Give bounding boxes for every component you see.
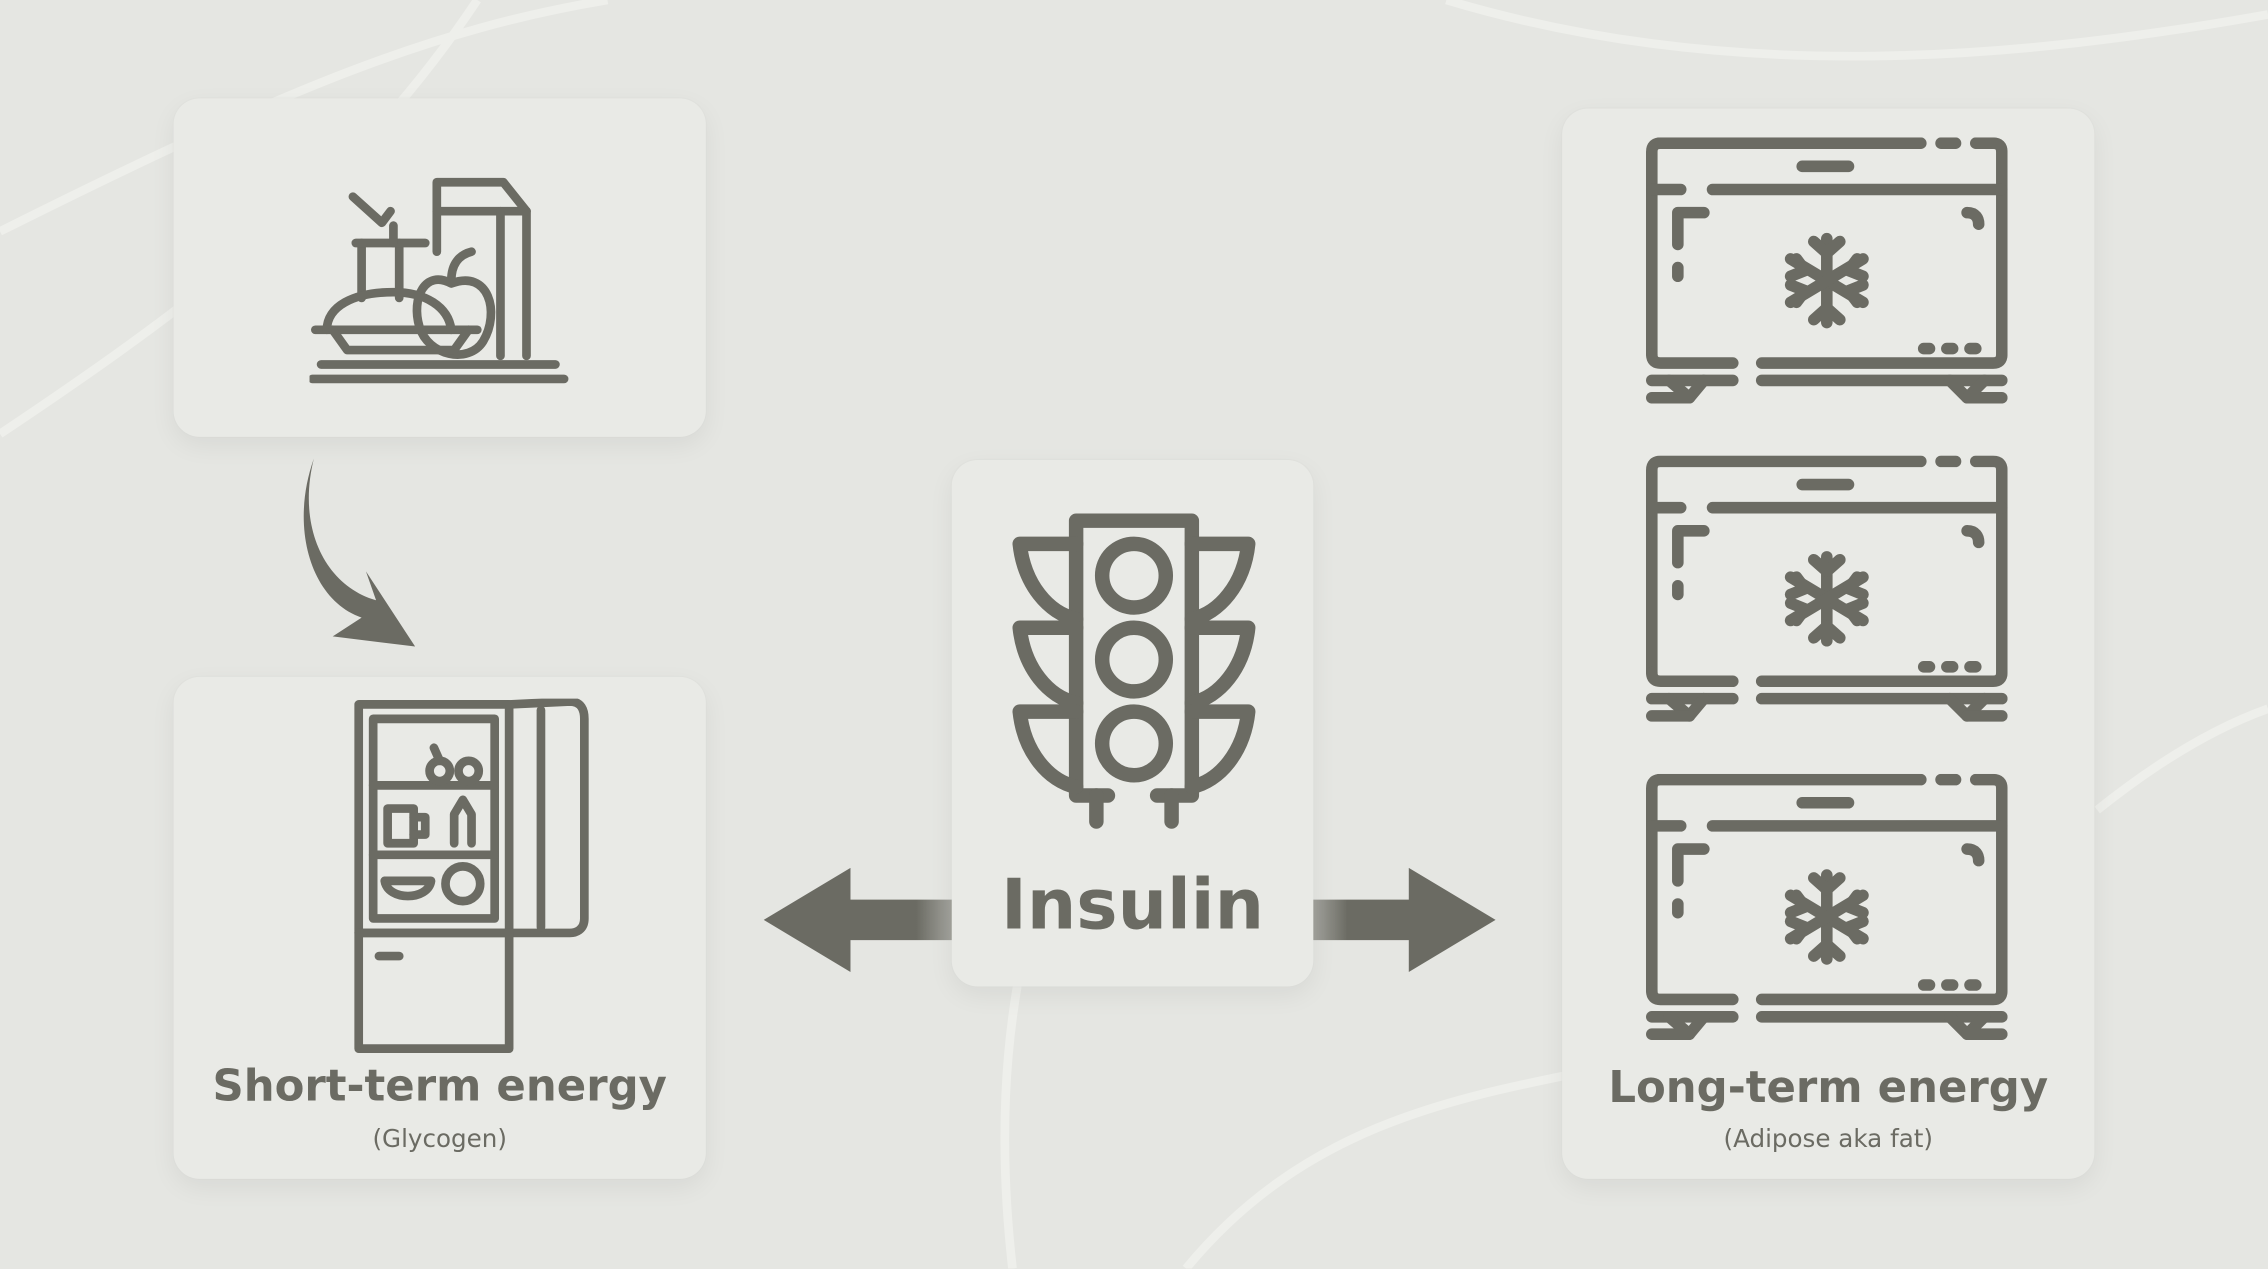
long-term-energy-card: Long-term energy (Adipose aka fat) xyxy=(1562,108,2095,1179)
traffic-light-icon xyxy=(1012,512,1256,830)
long-term-energy-title: Long-term energy xyxy=(1608,1063,2049,1114)
freezer-icon xyxy=(1646,456,2008,722)
short-term-energy-subtitle: (Glycogen) xyxy=(372,1125,507,1155)
food-icon xyxy=(308,168,570,385)
short-term-energy-title: Short-term energy xyxy=(212,1061,667,1113)
insulin-title: Insulin xyxy=(1000,864,1265,946)
food-card xyxy=(173,98,706,437)
arrow-left-icon xyxy=(763,867,955,972)
arrow-right-icon xyxy=(1310,867,1496,972)
freezer-icon xyxy=(1646,137,2008,403)
fridge-icon xyxy=(353,697,592,1055)
insulin-card: Insulin xyxy=(951,459,1314,987)
freezer-icon xyxy=(1646,774,2008,1040)
long-term-energy-subtitle: (Adipose aka fat) xyxy=(1723,1125,1934,1155)
curved-arrow-icon xyxy=(297,456,427,651)
short-term-energy-card: Short-term energy (Glycogen) xyxy=(173,676,706,1179)
